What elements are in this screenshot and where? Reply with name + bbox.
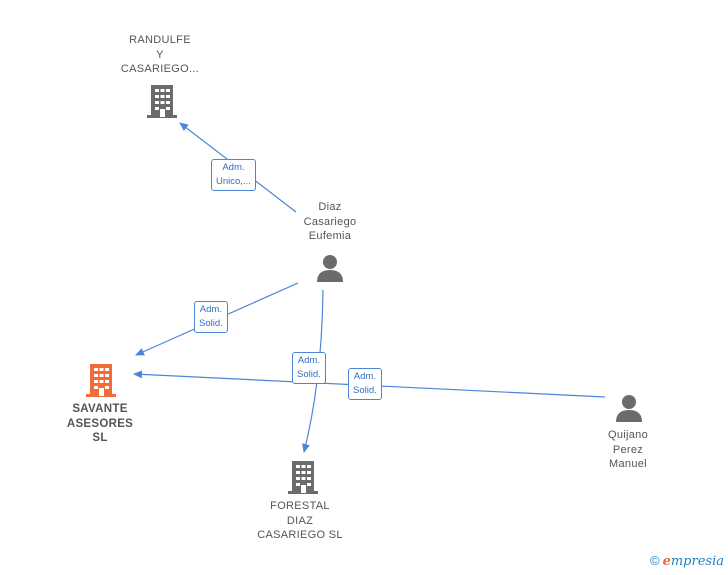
label-line: Manuel xyxy=(609,458,647,470)
empresia-logo: ©empresia xyxy=(650,553,724,569)
label-line: Quijano xyxy=(607,429,648,441)
label-line: Y xyxy=(156,48,164,61)
label-line: SAVANTE xyxy=(72,403,128,415)
label-line: CASARIEGO... xyxy=(120,63,200,75)
building-icon[interactable] xyxy=(85,362,117,398)
copyright-symbol: © xyxy=(649,553,660,568)
label-line: Eufemia xyxy=(308,230,352,242)
node-label-forestal[interactable]: FORESTAL DIAZ CASARIEGO SL xyxy=(240,499,360,543)
brand-initial: e xyxy=(662,554,671,569)
edge-label-diaz-forestal[interactable]: Adm. Solid. xyxy=(292,352,326,384)
edge-label-quijano-savante[interactable]: Adm. Solid. xyxy=(348,368,382,400)
edge-label-line: Solid. xyxy=(199,318,223,329)
edge-label-line: Solid. xyxy=(297,369,321,380)
edge-label-line: Adm. xyxy=(222,162,245,173)
label-line: CASARIEGO SL xyxy=(257,529,343,541)
edge-label-line: Solid. xyxy=(353,385,377,396)
edge-label-line: Adm. xyxy=(199,304,222,315)
person-icon[interactable] xyxy=(315,253,345,283)
edge-label-line: Adm. xyxy=(353,371,376,382)
edge-label-line: Adm. xyxy=(297,355,320,366)
label-line: Perez xyxy=(612,443,644,456)
brand-name: mpresia xyxy=(670,554,724,569)
label-line: DIAZ xyxy=(286,514,314,527)
label-line: Diaz xyxy=(318,201,342,213)
person-icon[interactable] xyxy=(614,393,644,423)
node-label-randulfe[interactable]: RANDULFE Y CASARIEGO... xyxy=(105,33,215,77)
label-line: Casariego xyxy=(303,215,357,228)
building-icon[interactable] xyxy=(287,459,319,495)
label-line: ASESORES xyxy=(66,417,134,430)
building-icon[interactable] xyxy=(146,83,178,119)
node-label-diaz[interactable]: Diaz Casariego Eufemia xyxy=(275,200,385,244)
edge-label-line: Unico,... xyxy=(216,176,251,187)
edge-label-diaz-randulfe[interactable]: Adm. Unico,... xyxy=(211,159,256,191)
label-line: FORESTAL xyxy=(270,500,330,512)
label-line: SL xyxy=(92,432,108,444)
edge-label-diaz-savante[interactable]: Adm. Solid. xyxy=(194,301,228,333)
label-line: RANDULFE xyxy=(129,34,191,46)
node-label-savante[interactable]: SAVANTE ASESORES SL xyxy=(45,402,155,446)
node-label-quijano[interactable]: Quijano Perez Manuel xyxy=(583,428,673,472)
